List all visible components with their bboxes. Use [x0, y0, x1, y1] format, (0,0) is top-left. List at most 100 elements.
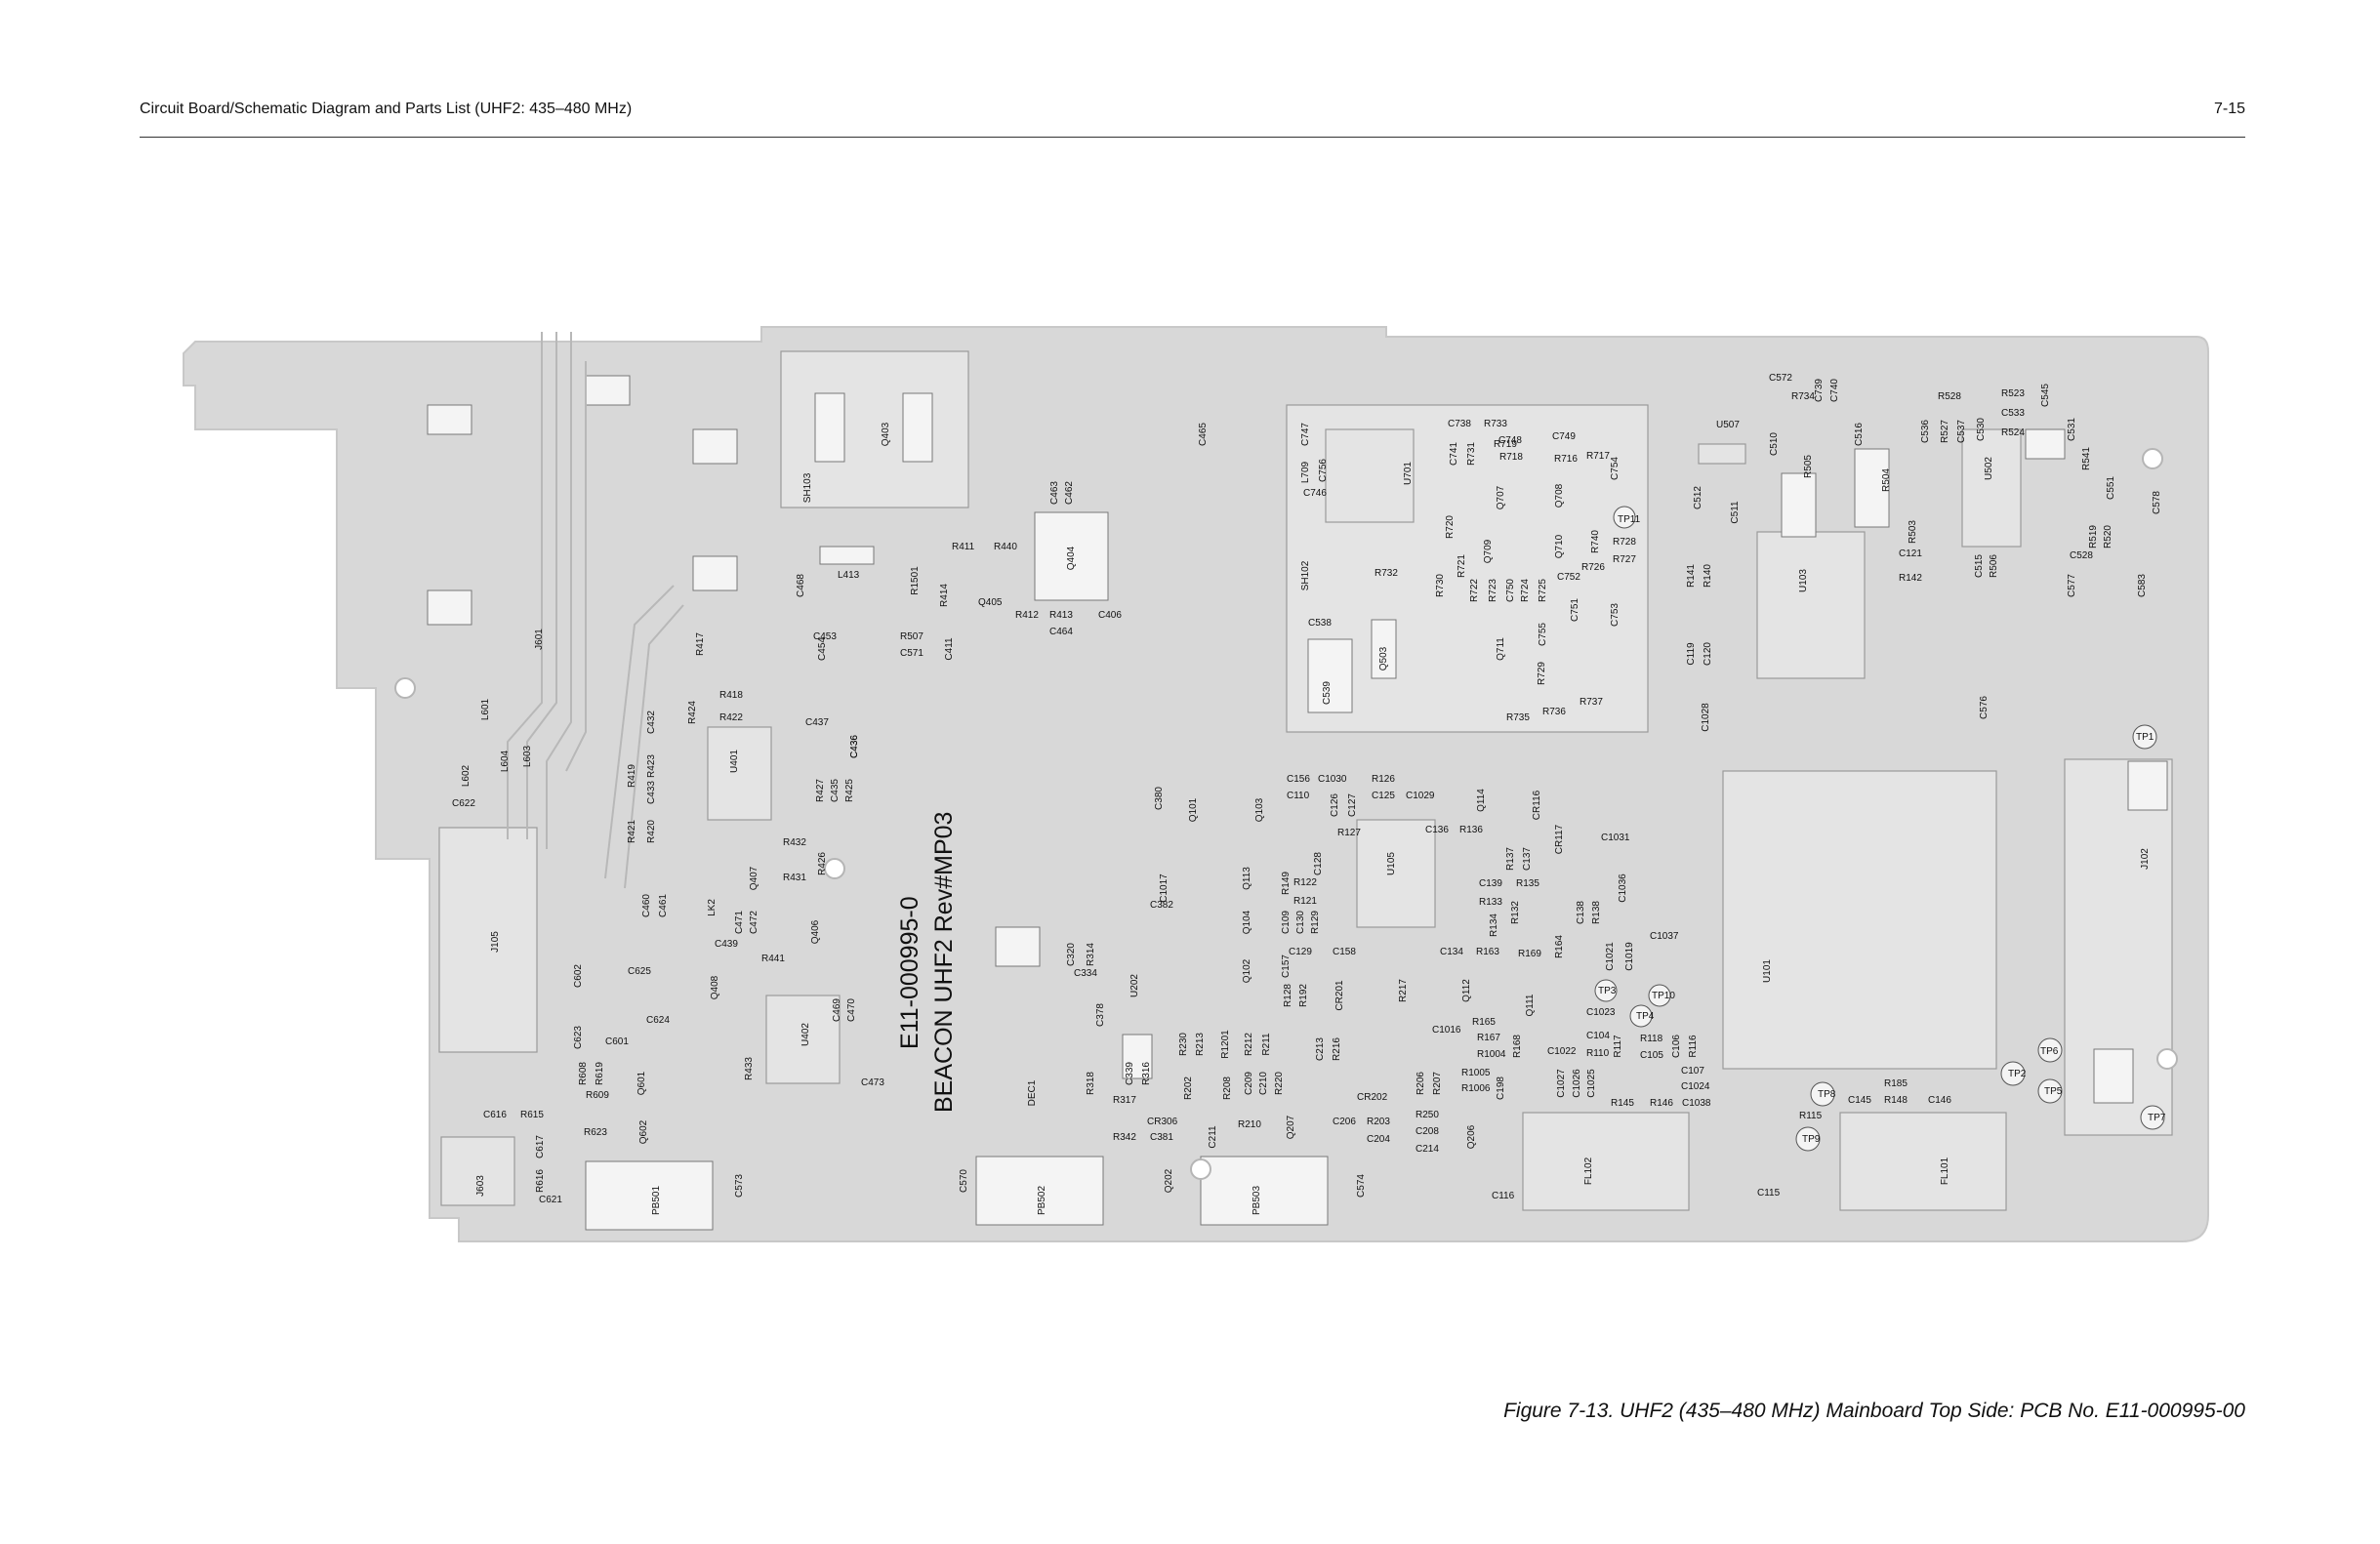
component-label: C1023	[1586, 1007, 1616, 1018]
j105-block	[438, 827, 538, 1053]
component-label: Q206	[1466, 1124, 1477, 1149]
component-label: R432	[783, 837, 806, 848]
component-label: R164	[1554, 935, 1565, 958]
component-label: Q102	[1242, 958, 1252, 983]
component-label: R185	[1884, 1078, 1908, 1089]
component-label: C740	[1829, 379, 1840, 402]
component-label: C1028	[1701, 703, 1711, 732]
component-label: C1037	[1650, 931, 1679, 942]
component-label: C752	[1557, 572, 1580, 583]
component-label: TP4	[1636, 1011, 1655, 1022]
component-label: R129	[1310, 911, 1321, 934]
component-label: U202	[1129, 974, 1140, 997]
component-label: C130	[1295, 911, 1306, 934]
component-label: C754	[1610, 457, 1621, 480]
component-label: C468	[796, 574, 806, 597]
component-label: R141	[1686, 564, 1697, 588]
component-label: R122	[1293, 877, 1317, 888]
component-label: C1030	[1318, 774, 1347, 785]
component-label: R728	[1613, 537, 1636, 548]
component-label: R140	[1703, 564, 1713, 588]
component-label: C119	[1686, 642, 1697, 666]
component-label: R418	[719, 690, 743, 701]
component-label: R192	[1298, 984, 1309, 1007]
component-label: C105	[1640, 1050, 1663, 1061]
component-label: PB501	[651, 1186, 662, 1215]
component-label: R422	[719, 712, 743, 723]
component-label: R433	[744, 1057, 755, 1080]
pad	[975, 1156, 1104, 1226]
component-label: U507	[1716, 420, 1740, 430]
component-label: J102	[2140, 848, 2151, 870]
component-label: R314	[1086, 943, 1096, 966]
component-label: C104	[1586, 1031, 1610, 1041]
component-label: C1026	[1572, 1069, 1582, 1098]
component-label: C1024	[1681, 1081, 1710, 1092]
component-label: R527	[1940, 420, 1950, 443]
j603-block	[440, 1136, 515, 1206]
component-label: C472	[749, 911, 759, 934]
component-label: C624	[646, 1015, 670, 1026]
u401-block	[707, 726, 772, 821]
component-label: R342	[1113, 1132, 1136, 1143]
pad	[692, 555, 738, 591]
component-label: C436	[849, 735, 860, 758]
component-label: R523	[2001, 388, 2025, 399]
tp10-pad	[1648, 984, 1671, 1007]
component-label: R169	[1518, 949, 1541, 959]
component-label: R411	[952, 542, 975, 552]
component-label: C211	[1208, 1125, 1218, 1149]
component-label: C128	[1313, 852, 1324, 875]
component-label: C574	[1356, 1174, 1367, 1198]
component-label: C602	[573, 964, 584, 988]
component-label: R424	[687, 701, 698, 724]
component-label: R216	[1332, 1037, 1342, 1061]
component-label: R149	[1281, 872, 1292, 895]
component-label: R724	[1520, 579, 1531, 602]
component-label: CR201	[1334, 980, 1345, 1011]
mount-hole	[2156, 1048, 2178, 1070]
u502-block	[1961, 428, 2022, 548]
component-label: C439	[715, 939, 738, 950]
component-label: Q112	[1461, 979, 1472, 1002]
mount-hole	[824, 858, 845, 879]
component-label: C749	[1552, 431, 1576, 442]
component-label: R731	[1466, 442, 1477, 466]
pad	[995, 926, 1041, 967]
u101-block	[1722, 770, 1997, 1070]
header-rule	[140, 137, 2245, 138]
component-label: J603	[475, 1175, 486, 1197]
component-label: R441	[761, 954, 785, 964]
component-label: L604	[500, 750, 511, 772]
component-label: Q403	[881, 422, 891, 446]
component-label: R133	[1479, 897, 1502, 908]
component-label: C739	[1814, 379, 1825, 402]
component-label: C1029	[1406, 791, 1435, 801]
component-label: R504	[1881, 468, 1892, 492]
component-label: TP1	[2136, 732, 2154, 743]
mount-hole	[2142, 448, 2163, 469]
tp4-pad	[1629, 1004, 1653, 1028]
component-label: R1004	[1477, 1049, 1506, 1060]
component-label: R520	[2103, 525, 2113, 549]
component-label: C536	[1920, 420, 1931, 443]
component-label: R541	[2081, 447, 2092, 470]
pad	[2093, 1048, 2134, 1104]
trace	[604, 585, 675, 879]
component-label: C515	[1974, 554, 1985, 578]
trace	[507, 332, 543, 839]
component-label: R719	[1494, 439, 1517, 450]
component-label: R414	[939, 584, 950, 607]
component-label: R737	[1580, 697, 1603, 708]
component-label: Q710	[1554, 534, 1565, 558]
pad	[692, 428, 738, 465]
tp7-pad	[2140, 1105, 2165, 1130]
component-label: L602	[461, 764, 472, 787]
component-label: C145	[1848, 1095, 1871, 1106]
component-label: R1005	[1461, 1068, 1491, 1078]
component-label: C1016	[1432, 1025, 1461, 1036]
u701-block	[1325, 428, 1415, 523]
page-header-title: Circuit Board/Schematic Diagram and Part…	[140, 101, 633, 117]
component-label: R121	[1293, 896, 1317, 907]
component-label: TP5	[2044, 1086, 2063, 1097]
